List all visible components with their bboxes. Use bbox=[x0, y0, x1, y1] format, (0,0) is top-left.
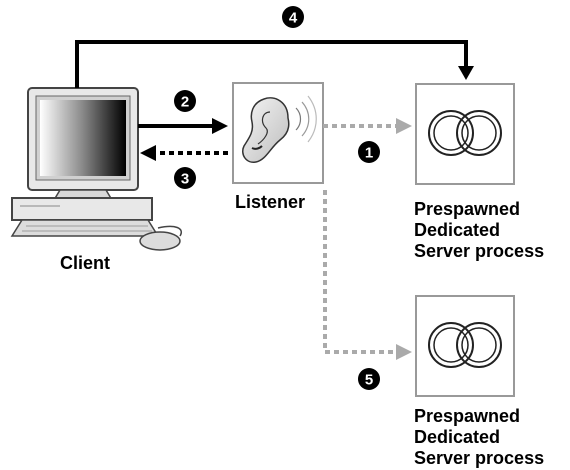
step-badge-3: 3 bbox=[174, 167, 196, 189]
step-badge-2: 2 bbox=[174, 90, 196, 112]
listener-label: Listener bbox=[235, 192, 305, 212]
arrow-step-3 bbox=[140, 145, 228, 161]
step-badge-5: 5 bbox=[358, 368, 380, 390]
server-top-line3: Server process bbox=[414, 241, 544, 261]
client-label: Client bbox=[60, 253, 110, 273]
step-badge-4: 4 bbox=[282, 6, 304, 28]
arrow-step-1 bbox=[323, 118, 412, 134]
server-bottom-line1: Prespawned bbox=[414, 406, 520, 426]
server-process-bottom bbox=[415, 295, 515, 397]
listener-ear-icon bbox=[232, 82, 324, 184]
server-process-top bbox=[415, 83, 515, 185]
interlocking-rings-icon bbox=[428, 322, 502, 368]
arrow-step-5 bbox=[323, 190, 412, 360]
server-bottom-line2: Dedicated bbox=[414, 427, 500, 447]
svg-text:2: 2 bbox=[181, 94, 189, 111]
server-bottom-line3: Server process bbox=[414, 448, 544, 468]
client-computer-icon bbox=[10, 87, 182, 251]
server-top-line2: Dedicated bbox=[414, 220, 500, 240]
interlocking-rings-icon bbox=[428, 110, 502, 156]
server-top-line1: Prespawned bbox=[414, 199, 520, 219]
svg-text:1: 1 bbox=[365, 145, 373, 162]
svg-text:4: 4 bbox=[289, 10, 298, 27]
svg-text:5: 5 bbox=[365, 372, 373, 389]
svg-text:3: 3 bbox=[181, 171, 189, 188]
arrow-step-4 bbox=[75, 40, 474, 88]
arrow-step-2 bbox=[138, 118, 228, 134]
step-badge-1: 1 bbox=[358, 141, 380, 163]
